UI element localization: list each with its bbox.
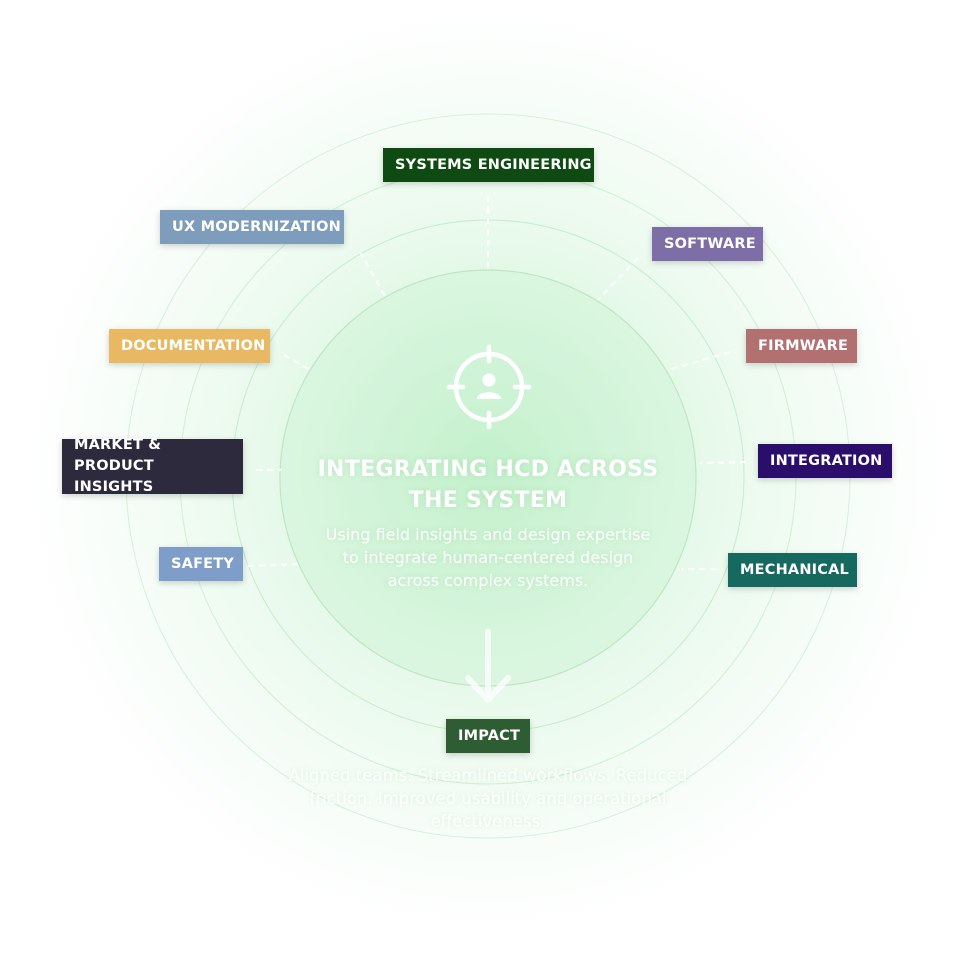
connector-software: [597, 257, 639, 301]
connector-firmware: [667, 351, 731, 371]
tag-ux-modernization: UX MODERNIZATION: [160, 210, 344, 244]
tag-impact: IMPACT: [446, 719, 530, 753]
tag-safety: SAFETY: [159, 547, 243, 581]
connector-ux-modernization: [359, 251, 387, 299]
connector-integration: [699, 461, 747, 464]
impact-description: Aligned teams. Streamlined workflows. Re…: [288, 766, 688, 831]
center-subtitle: Using field insights and design expertis…: [325, 525, 651, 590]
tag-market-product-insights: MARKET & PRODUCT INSIGHTS: [62, 437, 243, 495]
arrow-down-icon: [465, 629, 511, 703]
target-user-icon: [446, 344, 532, 430]
connector-safety: [247, 563, 299, 567]
tag-systems-engineering: SYSTEMS ENGINEERING: [383, 148, 594, 182]
tag-firmware: FIRMWARE: [746, 329, 857, 363]
tag-integration: INTEGRATION: [758, 444, 892, 478]
connector-lines: [247, 196, 747, 570]
tag-documentation: DOCUMENTATION: [109, 329, 270, 363]
connector-documentation: [283, 354, 311, 371]
tag-mechanical: MECHANICAL: [728, 553, 857, 587]
tag-software: SOFTWARE: [652, 227, 763, 261]
center-title: INTEGRATING HCD ACROSS THE SYSTEM: [317, 457, 659, 513]
